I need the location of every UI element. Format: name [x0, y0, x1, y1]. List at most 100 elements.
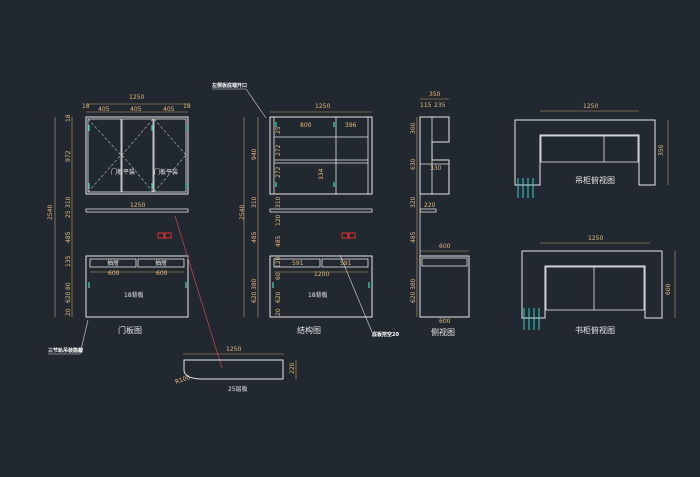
- struct-drawer-w2: 591: [340, 260, 352, 267]
- door-h6: 135: [65, 255, 72, 267]
- note-bottom-cutout: 底板挖空20: [371, 331, 399, 338]
- struct-drawer-w1: 591: [292, 260, 304, 267]
- struct-h3: 272: [275, 166, 282, 178]
- struct-left-h4: 380: [251, 278, 258, 290]
- side-h3: 320: [410, 196, 417, 208]
- struct-inner-width: 800: [300, 122, 312, 129]
- wall-top-width: 1250: [583, 103, 598, 110]
- side-shelf: [419, 208, 437, 213]
- struct-upper: [269, 116, 373, 195]
- desk-top-depth: 600: [665, 283, 672, 295]
- struct-total-height: 2540: [239, 205, 246, 220]
- drawer-width-right: 600: [156, 270, 168, 277]
- struct-top-width: 1250: [315, 103, 330, 110]
- hinge-marks: [275, 122, 335, 187]
- door-panel: [153, 118, 187, 193]
- struct-side-width: 396: [345, 122, 357, 129]
- desk-top-body: [545, 266, 645, 311]
- door-h9: 20: [65, 308, 72, 316]
- desk-top-outline: [521, 250, 663, 319]
- side-view: 350 115 235 300 630 320 485 380 620 330 …: [410, 91, 470, 337]
- side-view-title: 侧视图: [431, 327, 455, 337]
- door-opening-line: [153, 154, 187, 193]
- wall-hatch: [517, 178, 534, 198]
- door-h1: 18: [65, 114, 72, 122]
- shelf-radius: R100: [174, 374, 191, 386]
- struct-h8: 120: [275, 256, 282, 268]
- struct-h6: 120: [275, 214, 282, 226]
- structure-view: 1250 800 396 2540 940 310 485 380 620 25…: [239, 103, 399, 338]
- door-panel: [87, 118, 122, 193]
- red-mark: [164, 232, 172, 239]
- side-desk-width: 600: [439, 243, 451, 250]
- door-seg-4: 405: [163, 106, 175, 113]
- side-top-width: 350: [429, 91, 441, 98]
- red-mark: [157, 232, 165, 239]
- side-upper: [419, 116, 450, 195]
- struct-left-h1: 940: [251, 148, 258, 160]
- wall-top-depth: 350: [658, 144, 665, 156]
- hinge-marks: [88, 125, 187, 189]
- side-desk: [419, 255, 470, 318]
- upper-cabinet: [85, 116, 189, 195]
- door-label-right: 门板平装: [154, 168, 178, 176]
- struct-left-h3: 485: [251, 231, 258, 243]
- desk-top-view: 1250 600 书柜俯视图: [521, 235, 676, 335]
- side-base-width: 600: [439, 318, 451, 325]
- drawer-label-right: 抽屉: [155, 259, 167, 267]
- side-mid-2: 220: [424, 202, 436, 209]
- shelf-view: 1250 R100 220 25层板: [174, 346, 297, 393]
- side-mid-1: 330: [430, 165, 442, 172]
- door-mid-width: 1250: [130, 202, 145, 209]
- leader-line: [79, 319, 89, 355]
- struct-bottom-width: 1200: [314, 271, 329, 278]
- door-opening-line: [121, 154, 154, 193]
- side-h6: 620: [410, 291, 417, 303]
- door-view: 1250 18 405 405 405 18 2540 18 972 310 2…: [47, 82, 267, 369]
- side-h2: 630: [410, 158, 417, 170]
- struct-left-h5: 620: [251, 291, 258, 303]
- door-opening-line: [153, 118, 187, 156]
- red-mark: [348, 232, 356, 239]
- side-drawer: [421, 257, 468, 267]
- shelf-board: [269, 208, 373, 213]
- door-seg-1: 18: [82, 103, 90, 110]
- leader-line: [339, 254, 373, 333]
- wall-top-title: 吊柜俯视图: [575, 175, 615, 185]
- struct-h7: 485: [275, 235, 282, 247]
- door-view-title: 门板图: [118, 325, 142, 335]
- side-seg-1: 115: [420, 102, 432, 109]
- struct-h11: 20: [275, 308, 282, 316]
- drawer-width-left: 600: [108, 270, 120, 277]
- door-h8: 620: [65, 291, 72, 303]
- wall-top-view: 1250 350 吊柜俯视图: [514, 103, 669, 198]
- note-top-opening: 左侧板底端开口: [211, 82, 247, 89]
- door-h3: 310: [65, 196, 72, 208]
- shelf-title: 25层板: [228, 385, 248, 393]
- hinge-marks: [88, 282, 187, 288]
- door-h2: 972: [65, 150, 72, 162]
- door-h4: 25: [65, 210, 72, 218]
- drawer-label-left: 抽屉: [107, 259, 119, 267]
- red-mark: [341, 232, 349, 239]
- door-label-left: 门板平装: [111, 168, 135, 176]
- door-total-height: 2540: [47, 205, 54, 220]
- wall-cabinet-body: [540, 135, 639, 163]
- drawer-left: [89, 258, 137, 268]
- struct-left-h2: 310: [251, 196, 258, 208]
- door-seg-2: 405: [98, 106, 110, 113]
- door-top-width: 1250: [129, 94, 144, 101]
- side-seg-2: 235: [434, 102, 446, 109]
- shelf-width: 1250: [226, 346, 241, 353]
- desk-top-title: 书柜俯视图: [575, 325, 615, 335]
- leader-line: [245, 88, 267, 119]
- struct-view-title: 结构图: [297, 325, 321, 335]
- door-opening-line: [87, 118, 122, 156]
- door-seg-5: 18: [183, 103, 191, 110]
- desk-top-width: 1250: [588, 235, 603, 242]
- door-panel: [121, 118, 154, 193]
- side-h5: 380: [410, 278, 417, 290]
- struct-back-label: 18背板: [308, 291, 328, 299]
